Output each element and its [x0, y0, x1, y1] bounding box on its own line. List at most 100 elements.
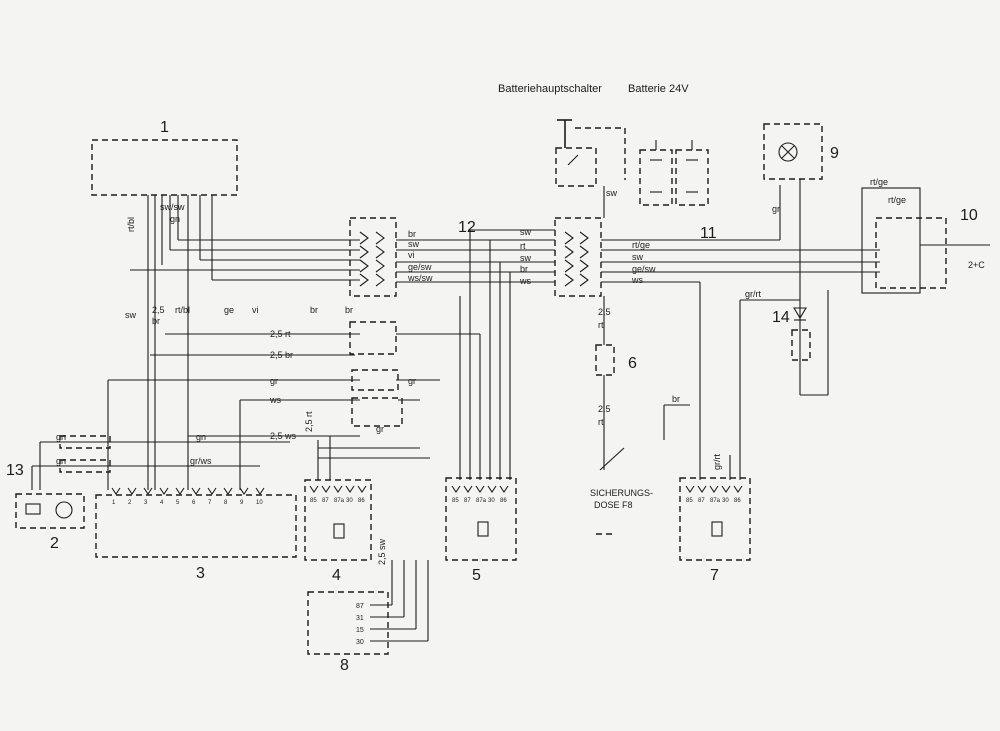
wire-label-ws-12b: ws [519, 276, 531, 286]
wire-label-rtge-10: rt/ge [870, 177, 888, 187]
wire-label-gesw-r: ge/sw [632, 264, 656, 274]
main-switch [555, 119, 626, 218]
wire-label-sw-switch: sw [606, 188, 618, 198]
component-3-number: 3 [196, 565, 205, 582]
wire-label-grws: gr/ws [190, 456, 212, 466]
component-5-number: 5 [472, 567, 481, 584]
fuse-6 [595, 296, 625, 471]
lamp-icon [778, 142, 798, 162]
switch-connector-c [351, 397, 403, 427]
wire-label-swsw: sw/sw [160, 202, 185, 212]
fuse-box-label-2: DOSE F8 [594, 500, 633, 510]
wire-label-vi-1: vi [408, 250, 415, 260]
wire-label-br-left: br [152, 316, 160, 326]
wire-label-rtge-1: rt/ge [632, 240, 650, 250]
wire-label-gn-13a: gn [56, 432, 66, 442]
wire-label-gn-top: gn [170, 214, 180, 224]
relay-5-pin-87a [475, 485, 485, 493]
wire-label-gn-13b: gn [56, 456, 66, 466]
component-10-inner [875, 217, 947, 289]
main-switch-label: Batteriehauptschalter [498, 83, 602, 95]
wire-label-br-12b: br [520, 264, 528, 274]
wire-label-4sw: sw [520, 227, 532, 237]
relay-7-pin-85 [685, 485, 695, 493]
component-3-pin-label: 7 [208, 500, 212, 506]
middle-harness [107, 333, 480, 490]
wire-label-25rt-4: 2,5 rt [304, 411, 314, 432]
relay-5-pin-label: 87a [476, 498, 487, 504]
component-3-pin-label: 9 [240, 500, 244, 506]
wire-label-rtbl-left: rt/bl [175, 305, 190, 315]
wire-label-rt-a: rt [598, 320, 604, 330]
component-3-pin-label: 1 [112, 500, 116, 506]
wire-label-br-mid: br [310, 305, 318, 315]
component-9-box [763, 123, 823, 180]
component-12-number: 12 [458, 219, 476, 236]
relay-5-pin-30 [487, 485, 497, 493]
connector-12b [554, 217, 602, 297]
component-14-number: 14 [772, 309, 790, 326]
component-3-pin-label: 3 [144, 500, 148, 506]
harness-lines-right [601, 185, 880, 480]
wire-label-rt-12b: rt [520, 241, 526, 251]
wire-label-gr-9: gr [772, 204, 780, 214]
wire-label-ws-r: ws [631, 275, 643, 285]
wire-label-25br-mid: 2,5 br [270, 350, 293, 360]
ignition-8-pin-label: 15 [356, 627, 364, 634]
wire-label-25rt-mid: 2,5 rt [270, 329, 291, 339]
component-3-pin-4 [159, 487, 169, 495]
wire-label-gr-c: gr [376, 424, 384, 434]
relay-4-coil [333, 523, 345, 539]
component-3-pin-label: 5 [176, 500, 180, 506]
fuse-box-label-1: SICHERUNGS- [590, 488, 653, 498]
component-3-pin-6 [191, 487, 201, 495]
relay-4-pin-87 [321, 485, 331, 493]
component-3-pin-label: 2 [128, 500, 132, 506]
component-9-number: 9 [830, 145, 839, 162]
relay-7-pin-30 [721, 485, 731, 493]
component-10-number: 10 [960, 207, 978, 224]
wire-label-ge-left: ge [224, 305, 234, 315]
relay-4-pin-86 [357, 485, 367, 493]
relay-7-coil [711, 521, 723, 537]
relay-5-pin-87 [463, 485, 473, 493]
relay-5-pin-86 [499, 485, 509, 493]
relay-4-pin-85 [309, 485, 319, 493]
wire-label-25-left: 2,5 [152, 305, 165, 315]
wire-label-25-b: 2,5 [598, 404, 611, 414]
relay-7-pin-label: 85 [686, 498, 693, 504]
component-4-number: 4 [332, 567, 341, 584]
relay-7-pin-label: 87a [710, 498, 721, 504]
component-10-box [861, 187, 921, 294]
component-3-pin-label: 10 [256, 500, 263, 506]
relay-4-pin-label: 85 [310, 498, 317, 504]
relay-7-pin-label: 86 [734, 498, 741, 504]
relay-4-pin-label: 87 [322, 498, 329, 504]
ignition-8-wires [370, 560, 429, 642]
wire-label-25-a: 2,5 [598, 307, 611, 317]
component-1-box [91, 139, 238, 196]
ignition-8-pin-label: 31 [356, 615, 364, 622]
relay-5-wires [459, 229, 555, 480]
component-7-number: 7 [710, 567, 719, 584]
relay-7-pin-label: 87 [698, 498, 705, 504]
wire-label-25sw-8: 2,5 sw [377, 538, 387, 565]
component-11-number: 11 [700, 225, 717, 242]
wire-label-gr-right: gr [408, 376, 416, 386]
relay-5-pin-label: 85 [452, 498, 459, 504]
component-2-gauge [55, 501, 73, 519]
relay-4-pin-87a [333, 485, 343, 493]
relay-7-pin-86 [733, 485, 743, 493]
component-2-number: 2 [50, 535, 59, 552]
component-3-pin-10 [255, 487, 265, 495]
component-1-number: 1 [160, 119, 169, 136]
wire-label-br-1: br [408, 229, 416, 239]
wire-label-gn-13c: gn [196, 432, 206, 442]
wire-label-wssw-1: ws/sw [407, 273, 433, 283]
component-3-pin-label: 8 [224, 500, 228, 506]
wire-label-sw-left: sw [125, 310, 137, 320]
